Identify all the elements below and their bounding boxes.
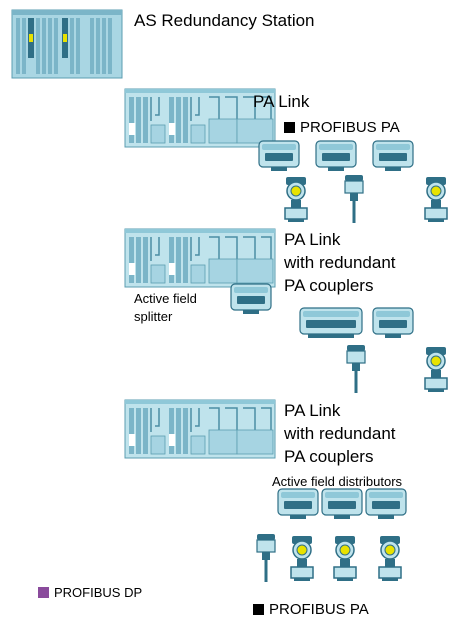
pa-link-rack-2 (124, 228, 276, 288)
pa-link-2-label-line3: PA couplers (284, 276, 374, 295)
splitter-label-line1: Active field (134, 291, 197, 306)
station-label: AS Redundancy Station (134, 11, 315, 30)
pa-link-3-label-line1: PA Link (284, 401, 341, 420)
pa-link-3-label-line2: with redundant (284, 424, 396, 443)
profibus-dp-swatch (38, 587, 49, 598)
profibus-dp-label: PROFIBUS DP (54, 585, 143, 600)
pa-link-2-label-line2: with redundant (284, 253, 396, 272)
as-redundancy-station (11, 9, 123, 79)
active-field-splitter (230, 283, 272, 315)
active-field-distributors (277, 488, 407, 520)
profibus-pa-bottom-legend: PROFIBUS PA (253, 600, 369, 619)
field-devices-group-3 (256, 533, 402, 583)
profibus-pa-swatch (284, 122, 295, 133)
splitter-label-line2: splitter (134, 309, 173, 324)
profibus-dp-legend: PROFIBUS DP (38, 584, 142, 601)
profibus-pa-bottom-swatch (253, 604, 264, 615)
pa-link-3-label-line3: PA couplers (284, 447, 374, 466)
pa-link-rack-3 (124, 399, 276, 459)
pa-couplers-group-1 (258, 140, 414, 172)
pa-link-2-label-line1: PA Link (284, 230, 341, 249)
profibus-pa-top-label: PROFIBUS PA (300, 119, 400, 136)
field-devices-group-1 (284, 174, 448, 224)
profibus-pa-bottom-label: PROFIBUS PA (269, 601, 369, 618)
profibus-pa-top-legend: PROFIBUS PA (284, 118, 400, 137)
field-devices-group-2 (346, 344, 448, 394)
pa-link-1-label: PA Link (253, 92, 310, 111)
distributors-label: Active field distributors (272, 474, 403, 489)
field-distributors-group-2 (299, 307, 414, 339)
